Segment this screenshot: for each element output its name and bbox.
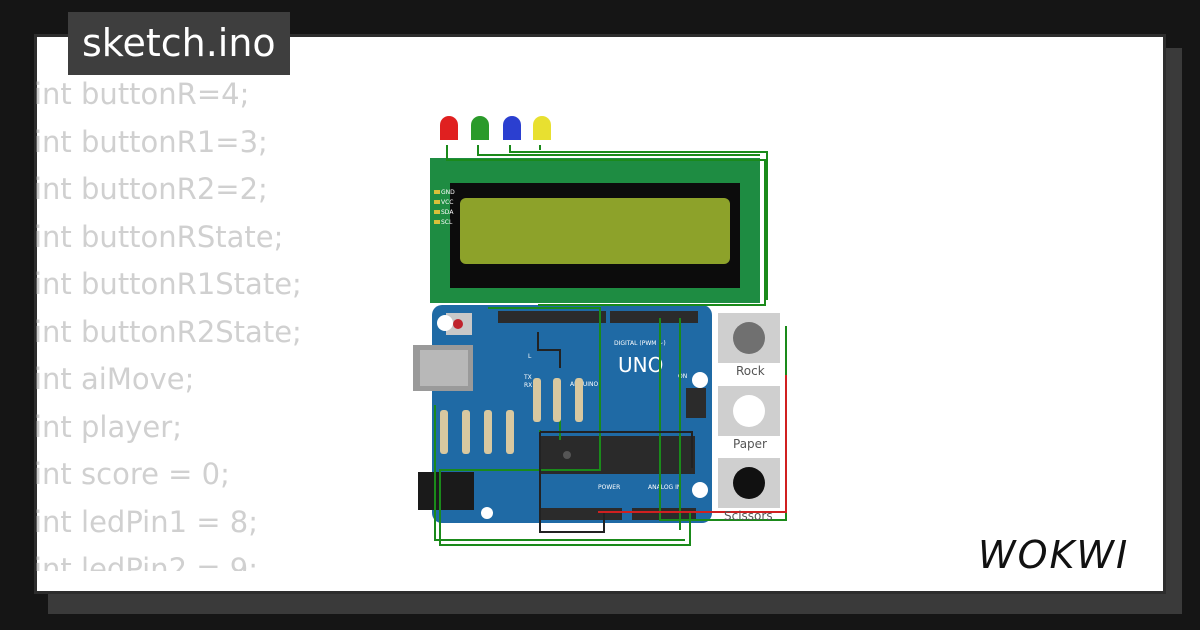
power-label: POWER: [598, 484, 620, 491]
code-line: int buttonR=4;: [34, 77, 250, 111]
code-line: int buttonR2State;: [34, 314, 302, 349]
logo-text: WOKWI: [978, 533, 1129, 577]
code-line: int ledPin1 = 8;: [34, 504, 259, 539]
on-label: ON: [678, 373, 687, 380]
lcd-pin-gnd: GND: [441, 189, 455, 196]
lcd-pin-scl: SCL: [441, 219, 453, 226]
l-label: L: [528, 353, 532, 360]
sketch-title: sketch.ino: [68, 12, 290, 75]
tx-label: TX: [523, 374, 532, 381]
lcd-display: GND VCC SDA SCL: [430, 158, 760, 303]
led-green: [471, 116, 489, 140]
code-line: int buttonR1=3;: [34, 124, 268, 159]
scissors-button[interactable]: Scissors: [718, 458, 780, 523]
paper-label: Paper: [733, 437, 767, 451]
wokwi-logo: WOKWI: [978, 533, 1129, 577]
analog-label: ANALOG IN: [648, 484, 681, 491]
lcd-pin-sda: SDA: [441, 209, 454, 216]
paper-button[interactable]: Paper: [718, 386, 780, 451]
code-preview: int buttonR=4; int buttonR1=3; int butto…: [34, 71, 414, 571]
resistors: [440, 378, 583, 454]
led-red: [440, 116, 458, 140]
wiring: [434, 145, 787, 546]
circuit-diagram: DIGITAL (PWM ~) UNO ARDUINO POWER ANALOG…: [413, 116, 787, 546]
code-line: int score = 0;: [34, 457, 230, 491]
code-line: int aiMove;: [34, 362, 195, 396]
rock-button[interactable]: Rock: [718, 313, 780, 378]
code-line: int player;: [34, 409, 182, 444]
code-line: int buttonRState;: [34, 219, 284, 254]
uno-label: UNO: [618, 353, 663, 377]
code-line: int buttonR2=2;: [34, 172, 268, 206]
rock-label: Rock: [736, 364, 765, 378]
code-line: int ledPin2 = 9;: [34, 552, 259, 571]
brand-label: ARDUINO: [570, 381, 599, 388]
digital-label: DIGITAL (PWM ~): [614, 340, 666, 347]
led-blue: [503, 116, 521, 140]
arduino-uno-board: DIGITAL (PWM ~) UNO ARDUINO POWER ANALOG…: [413, 305, 712, 523]
scissors-label: Scissors: [724, 509, 773, 523]
lcd-pin-vcc: VCC: [441, 199, 453, 206]
code-line: int buttonR1State;: [34, 267, 302, 301]
rx-label: RX: [524, 382, 532, 389]
led-yellow: [533, 116, 551, 140]
